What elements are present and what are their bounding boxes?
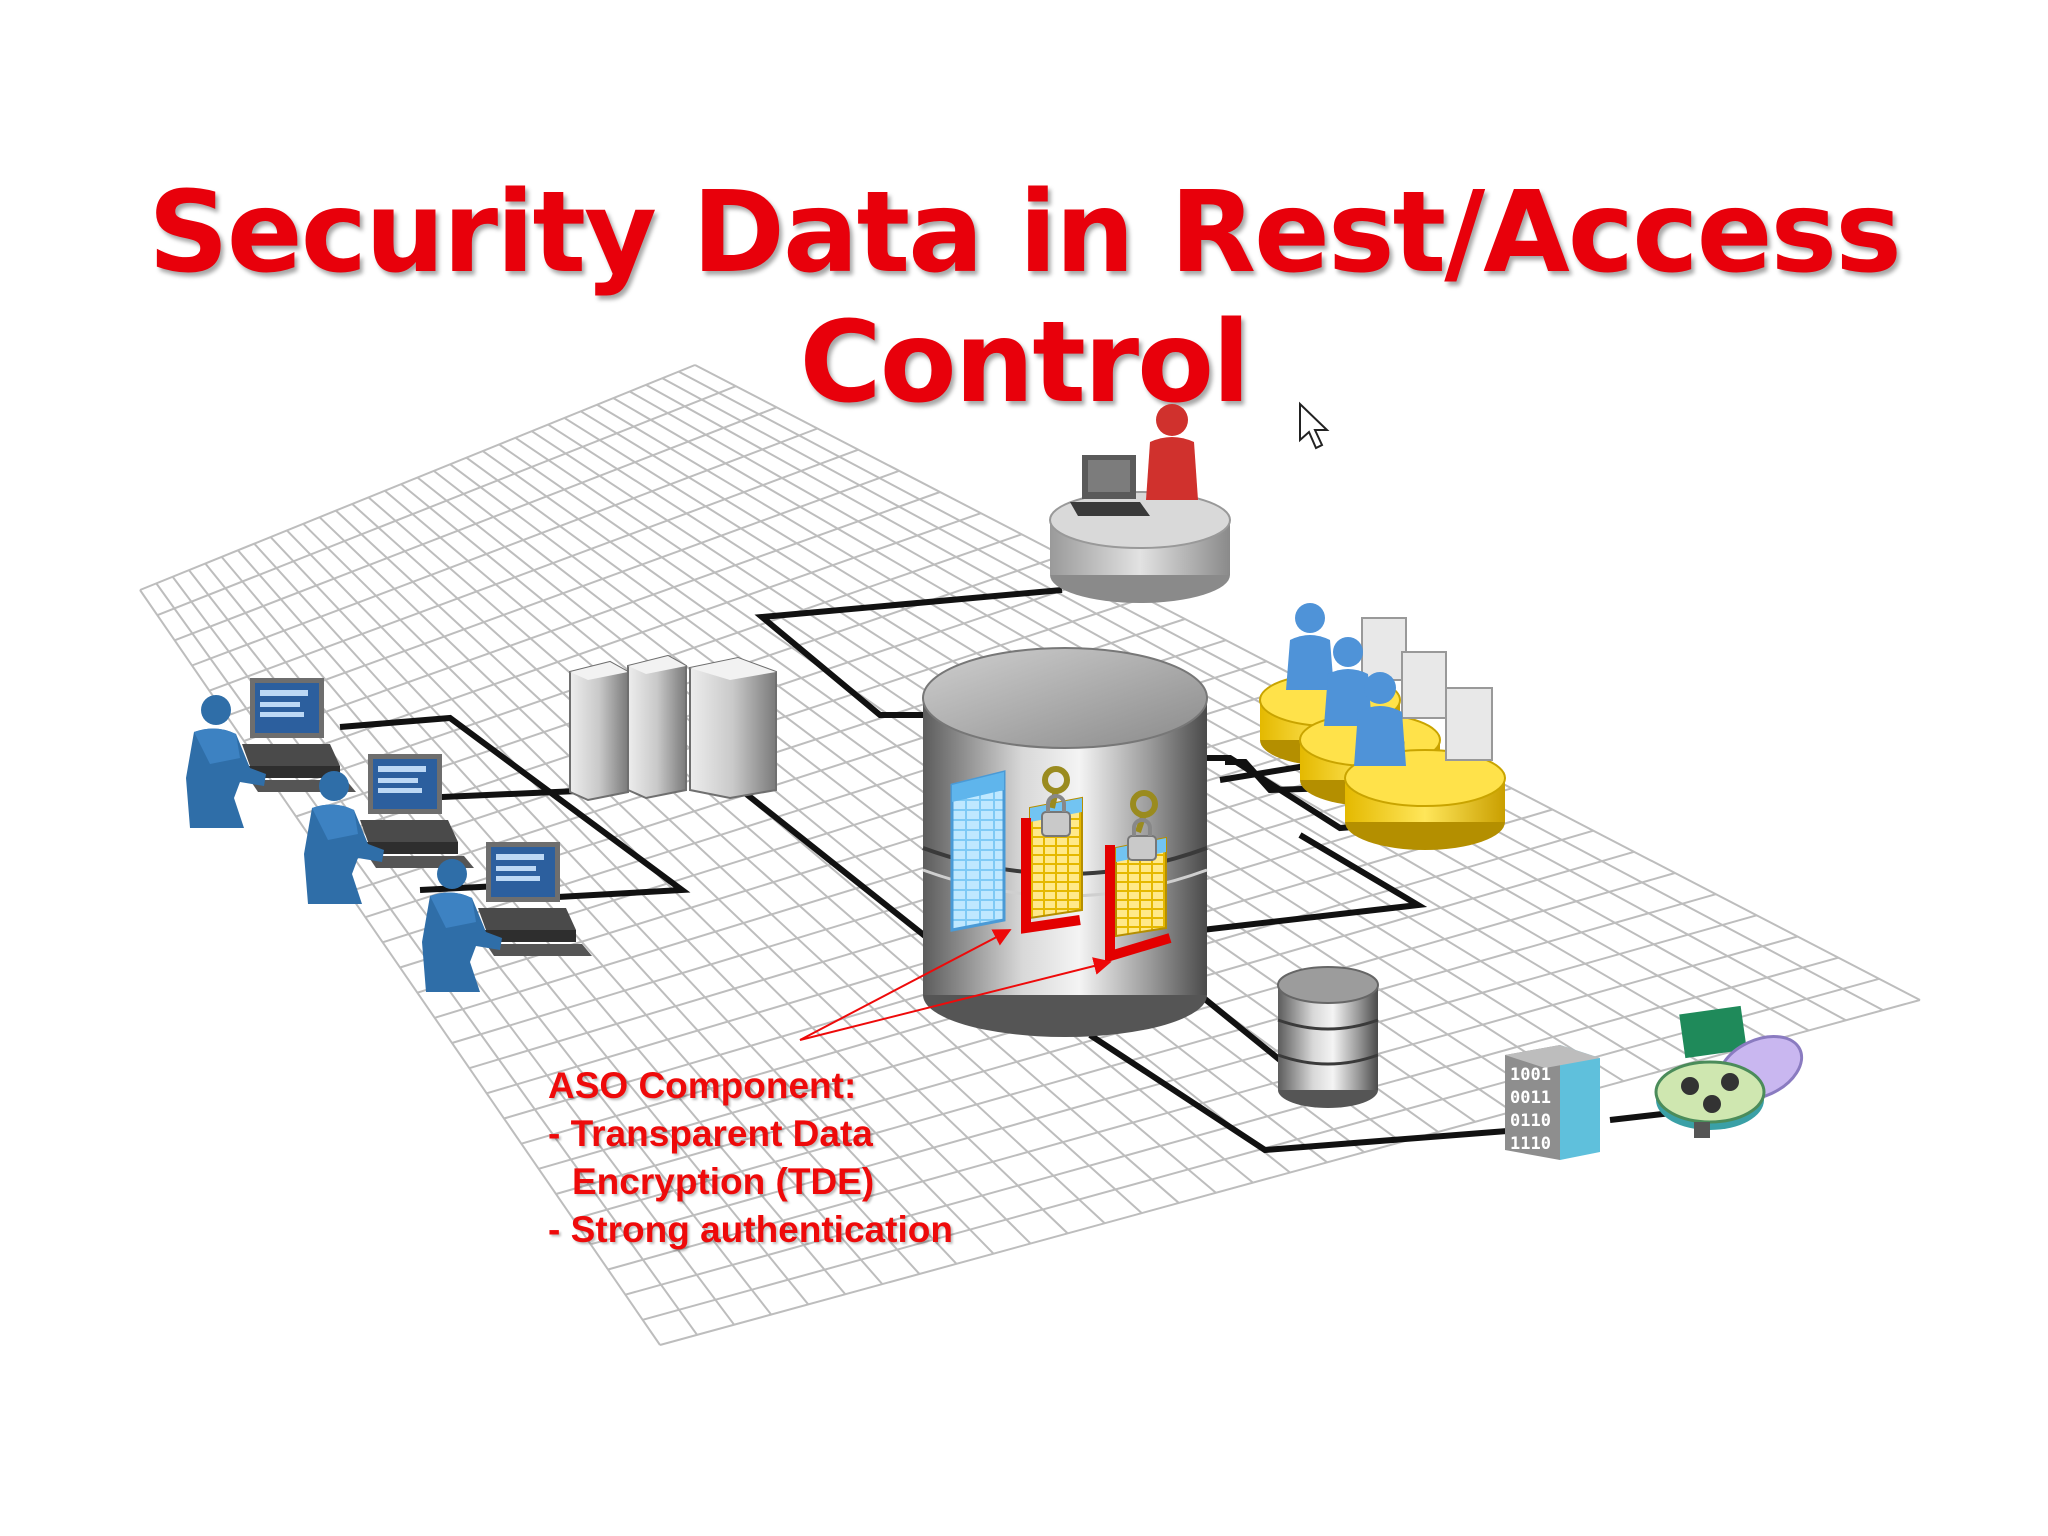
grid-line (659, 999, 1921, 1346)
mouse-cursor-icon (1299, 401, 1330, 450)
slide-title: Security Data in Rest/Access Control (148, 168, 1902, 428)
grid-line (573, 893, 1717, 1221)
svg-text:1001: 1001 (1510, 1065, 1551, 1085)
grid-line (191, 427, 818, 667)
svg-text:0110: 0110 (1510, 1111, 1551, 1131)
grid-line (226, 469, 900, 717)
aso-component-caption: ASO Component: - Transparent Data Encryp… (548, 1062, 953, 1254)
caption-pointer-arrows (799, 929, 1112, 1041)
grid-line (174, 406, 778, 642)
key-lock-icon (1041, 766, 1071, 837)
grid-line (434, 723, 1390, 1019)
encrypted-table-icon (950, 770, 1006, 932)
grid-line (243, 491, 941, 742)
application-server-icon (569, 654, 777, 802)
small-database-icon (1277, 966, 1379, 1108)
grid-line (156, 385, 737, 617)
key-lock-icon (1127, 790, 1158, 861)
svg-text:1110: 1110 (1510, 1134, 1551, 1154)
grid-line (590, 914, 1757, 1246)
backup-reel-disc-icon (1654, 1005, 1804, 1138)
desktop-user-icon (422, 842, 592, 992)
call-center-icon (1259, 603, 1506, 850)
svg-text:0011: 0011 (1510, 1088, 1551, 1108)
admin-console-icon (1049, 404, 1231, 603)
binary-building-icon: 1001 0011 0110 1110 (1505, 1045, 1600, 1160)
caption-item: Encryption (TDE) (572, 1161, 875, 1202)
caption-heading: ASO Component: (548, 1065, 857, 1106)
caption-item: - Transparent Data (548, 1113, 873, 1154)
caption-item: - Strong authentication (548, 1209, 953, 1250)
grid-line (208, 448, 859, 692)
grid-line (607, 935, 1798, 1271)
grid-line (139, 364, 696, 591)
